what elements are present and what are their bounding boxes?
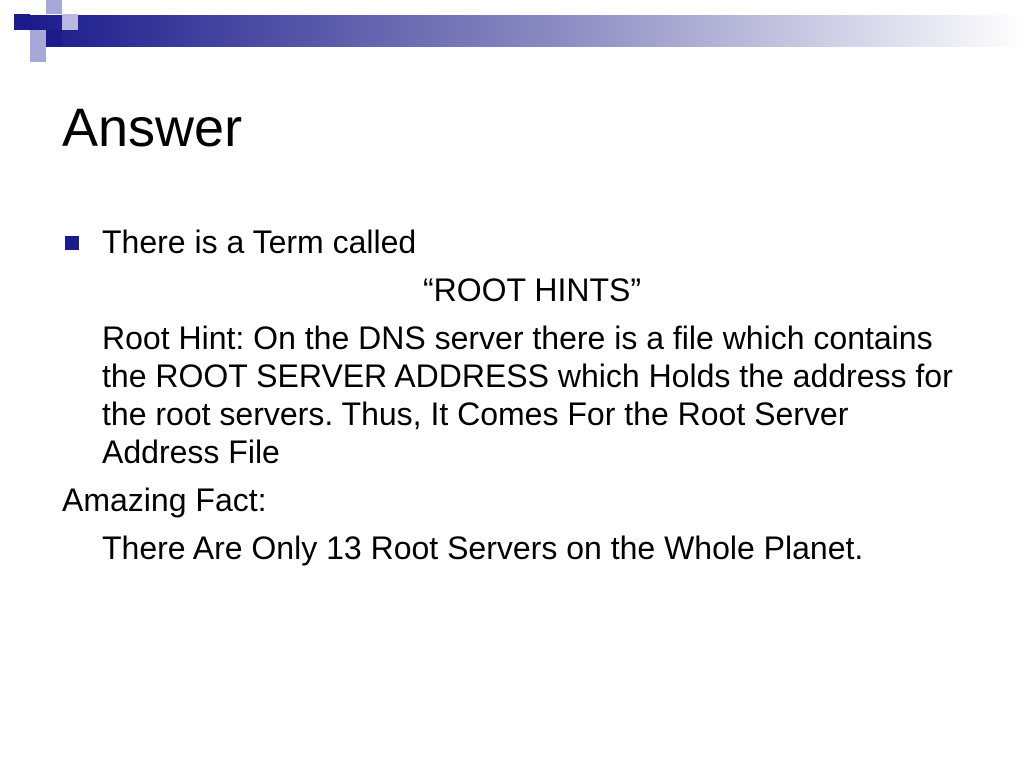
slide-body: There is a Term called “ROOT HINTS” Root…: [62, 223, 962, 577]
square-bullet-icon: [65, 236, 79, 250]
square-light: [30, 46, 46, 62]
header-gradient-band: [30, 15, 1024, 47]
gradient-bar: [30, 15, 1024, 47]
bullet-text: There is a Term called: [102, 224, 417, 260]
square-dark: [14, 14, 30, 30]
term-text: “ROOT HINTS”: [422, 272, 642, 308]
square-dark: [46, 30, 62, 46]
square-light: [46, 0, 62, 14]
corner-squares-decoration: [0, 0, 80, 64]
slide-title: Answer: [62, 98, 243, 158]
bullet-item: There is a Term called: [62, 223, 962, 261]
square-light: [30, 30, 46, 46]
fact-text: There Are Only 13 Root Servers on the Wh…: [102, 530, 864, 566]
fact-heading: Amazing Fact:: [62, 482, 267, 518]
definition-text: Root Hint: On the DNS server there is a …: [102, 320, 953, 470]
square-light: [62, 14, 78, 30]
